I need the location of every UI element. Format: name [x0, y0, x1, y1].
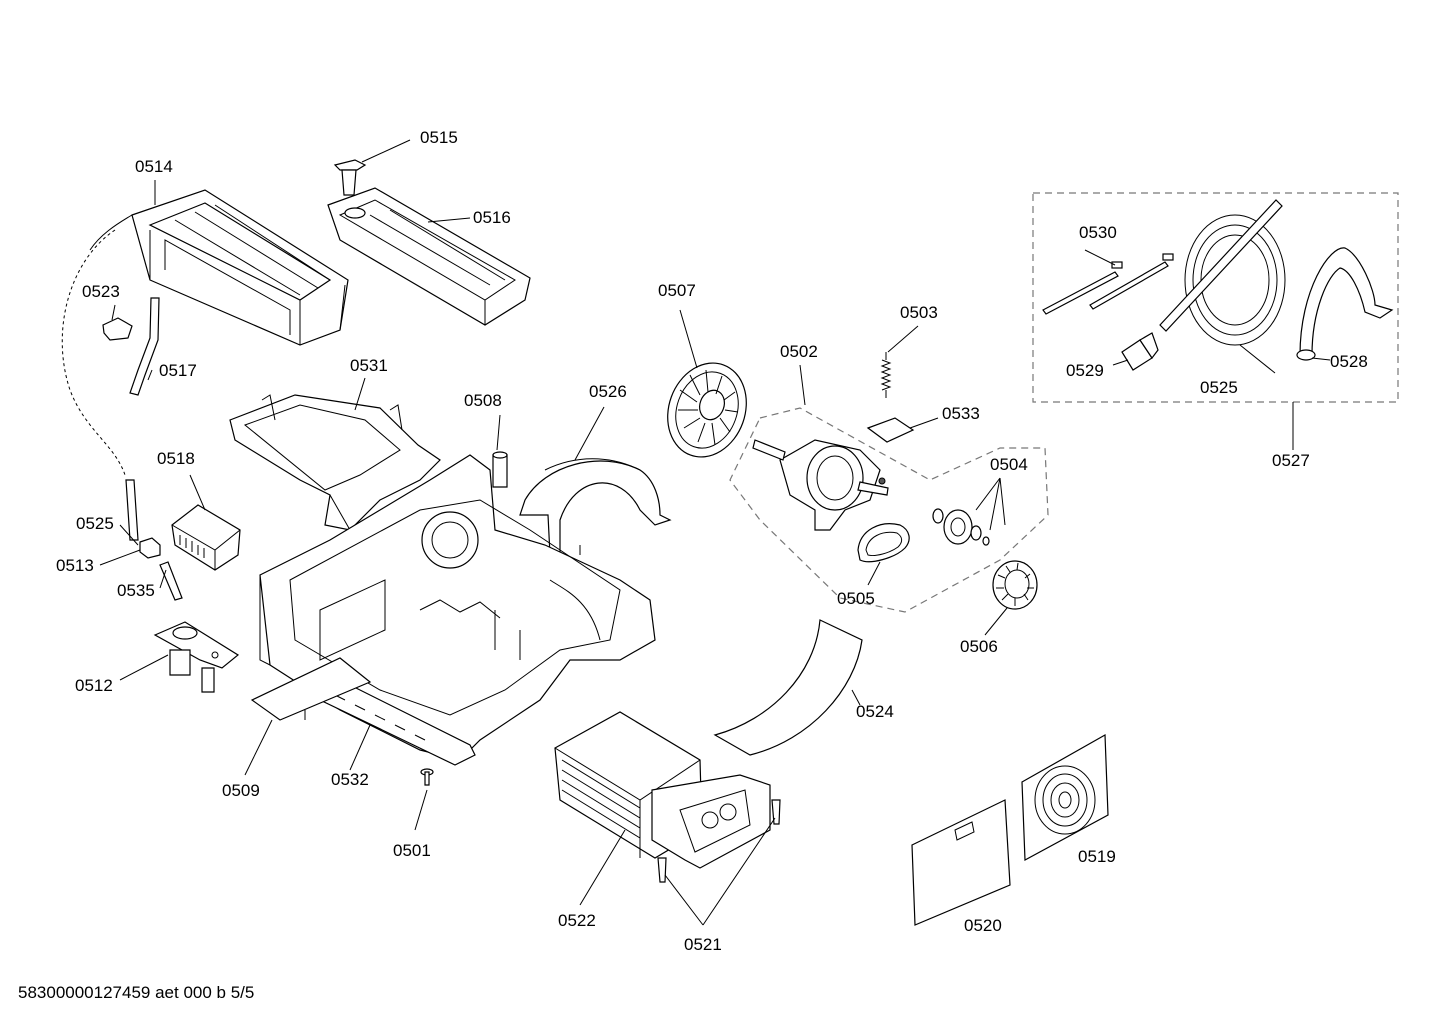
- label-0524: 0524: [856, 702, 894, 721]
- part-0524-seal-drawing: [713, 619, 863, 756]
- label-0504: 0504: [990, 455, 1028, 474]
- part-0520-cover-drawing: [911, 799, 1011, 926]
- label-0527: 0527: [1272, 451, 1310, 470]
- part-0517-hose-drawing: [129, 297, 160, 396]
- part-0528-clamp-drawing: [1296, 247, 1394, 361]
- label-0526: 0526: [589, 382, 627, 401]
- part-0508-capacitor-drawing: [492, 451, 508, 488]
- leader-lines: [99, 139, 1331, 926]
- part-0503-spring-drawing: [880, 352, 892, 398]
- motor-group-outline: [729, 407, 1049, 613]
- part-0522-heat-exchanger-drawing: [554, 711, 771, 869]
- label-0503: 0503: [900, 303, 938, 322]
- part-0526-cover-drawing: [519, 458, 672, 556]
- part-0514-container-drawing: [89, 189, 349, 346]
- label-0513: 0513: [56, 556, 94, 575]
- label-0522: 0522: [558, 911, 596, 930]
- label-0535: 0535: [117, 581, 155, 600]
- part-0529-plug-drawing: [1121, 332, 1159, 371]
- part-0502-motor-drawing: [752, 439, 889, 531]
- label-0516: 0516: [473, 208, 511, 227]
- label-0528: 0528: [1330, 352, 1368, 371]
- part-0501-screw-drawing: [420, 768, 434, 786]
- label-0533: 0533: [942, 404, 980, 423]
- label-0532: 0532: [331, 770, 369, 789]
- part-0515-cap-drawing: [333, 159, 367, 196]
- kit-0527-outline: [1032, 192, 1399, 403]
- part-0519-cover-drawing: [1021, 733, 1109, 861]
- part-0506-fan-drawing: [992, 560, 1038, 610]
- part-0513-connector-drawing: [139, 537, 161, 559]
- label-0517: 0517: [159, 361, 197, 380]
- part-0525-hose-line-drawing: [61, 229, 139, 541]
- part-0521-screws-drawing: [657, 799, 781, 883]
- part-0509-plate-drawing: [250, 657, 372, 721]
- label-0529: 0529: [1066, 361, 1104, 380]
- part-0530-cable-ties-drawing: [1042, 253, 1174, 315]
- part-0523-clip-drawing: [102, 317, 133, 341]
- label-0512: 0512: [75, 676, 113, 695]
- label-0525-left: 0525: [76, 514, 114, 533]
- part-0531-duct-drawing: [229, 394, 441, 531]
- label-0505: 0505: [837, 589, 875, 608]
- part-0505-belt-drawing: [857, 523, 910, 563]
- part-0504-pulley-drawing: [932, 508, 990, 546]
- label-0530: 0530: [1079, 223, 1117, 242]
- label-0514: 0514: [135, 157, 173, 176]
- label-0509: 0509: [222, 781, 260, 800]
- label-0520: 0520: [964, 916, 1002, 935]
- document-footer-id: 58300000127459 aet 000 b 5/5: [18, 983, 255, 1002]
- part-0535-hose-drawing: [159, 561, 183, 601]
- part-0518-box-drawing: [171, 504, 241, 571]
- label-0507: 0507: [658, 281, 696, 300]
- part-0533-bracket-drawing: [866, 417, 915, 443]
- label-0506: 0506: [960, 637, 998, 656]
- label-0501: 0501: [393, 841, 431, 860]
- label-0518: 0518: [157, 449, 195, 468]
- label-0523: 0523: [82, 282, 120, 301]
- label-0502: 0502: [780, 342, 818, 361]
- label-0531: 0531: [350, 356, 388, 375]
- part-0512-valve-drawing: [153, 621, 240, 693]
- label-0525-kit: 0525: [1200, 378, 1238, 397]
- label-0515: 0515: [420, 128, 458, 147]
- label-0508: 0508: [464, 391, 502, 410]
- part-0525-hose-coil-drawing: [1159, 199, 1286, 346]
- part-0516-container-drawing: [327, 187, 531, 326]
- label-0521: 0521: [684, 935, 722, 954]
- base-frame-drawing: [259, 454, 656, 761]
- label-0519: 0519: [1078, 847, 1116, 866]
- part-0507-fan-wheel-drawing: [667, 362, 747, 458]
